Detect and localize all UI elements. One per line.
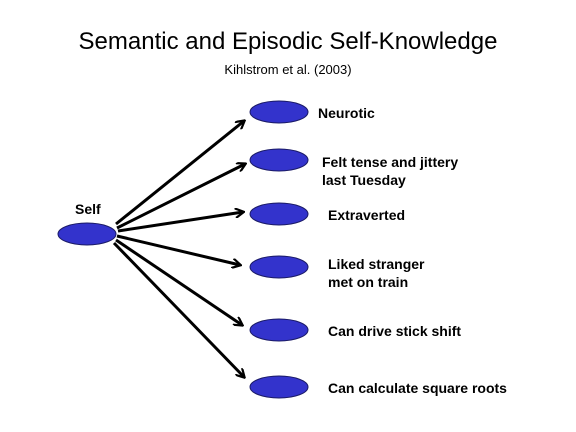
target-label-2: Felt tense and jittery last Tuesday — [322, 154, 459, 188]
target-label-6: Can calculate square roots — [328, 380, 507, 396]
target-label-1: Neurotic — [318, 105, 375, 121]
target-node-3 — [249, 202, 309, 226]
arrow-1 — [115, 121, 244, 226]
arrow-4 — [116, 234, 240, 265]
target-node-1 — [249, 100, 309, 124]
slide-subtitle: Kihlstrom et al. (2003) — [224, 62, 352, 77]
self-node — [57, 222, 117, 246]
target-node-2 — [249, 148, 309, 172]
arrows — [112, 121, 245, 377]
arrow-5 — [115, 238, 242, 325]
target-node-5 — [249, 318, 309, 342]
arrow-3 — [117, 212, 243, 233]
self-label: Self — [75, 201, 101, 217]
arrow-2 — [116, 164, 245, 230]
target-node-4 — [249, 255, 309, 279]
nodes — [57, 100, 309, 399]
target-label-5: Can drive stick shift — [328, 323, 462, 339]
target-label-4: Liked stranger met on train — [328, 256, 425, 290]
slide-title: Semantic and Episodic Self-Knowledge — [78, 28, 498, 55]
target-label-3: Extraverted — [328, 207, 406, 223]
target-node-6 — [249, 375, 309, 399]
arrow-6 — [112, 241, 244, 377]
